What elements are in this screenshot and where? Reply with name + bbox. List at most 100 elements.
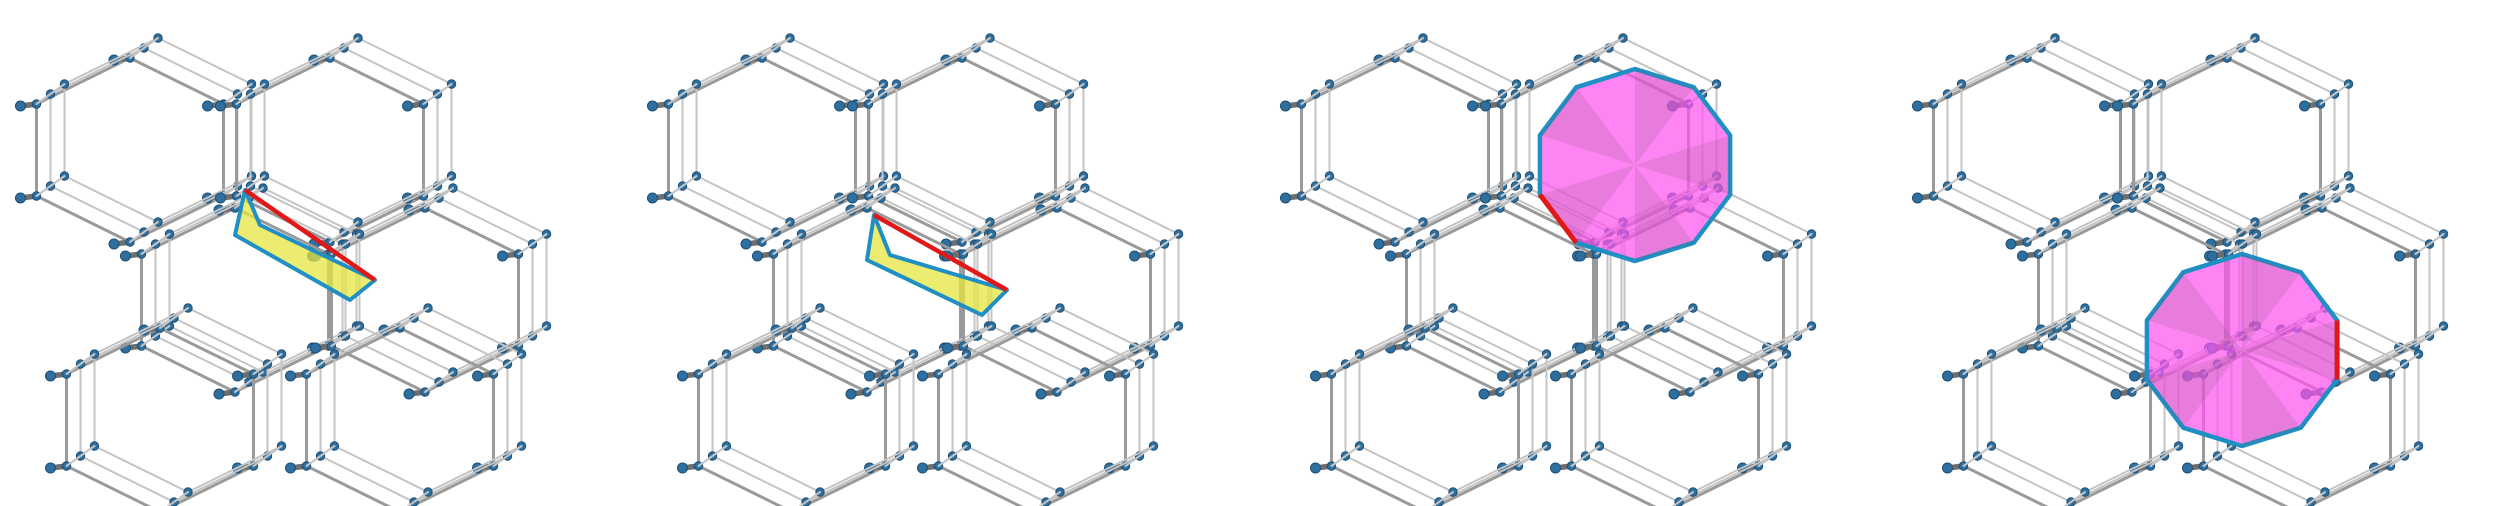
atom <box>1104 370 1116 382</box>
atom <box>1309 462 1321 474</box>
framework-bond <box>2026 221 2056 243</box>
atom <box>14 192 26 204</box>
atom <box>1279 192 1291 204</box>
framework-bond <box>1487 83 1518 105</box>
framework-bond <box>1056 371 1086 393</box>
framework-bond <box>1149 325 1180 347</box>
framework-bond <box>1149 233 1180 255</box>
framework-bond <box>1757 445 1788 467</box>
framework-bond <box>962 325 993 347</box>
atom <box>751 250 763 262</box>
framework-bond <box>1517 445 1548 467</box>
framework-bond <box>329 37 359 59</box>
atom <box>676 462 688 474</box>
framework-bond <box>2056 307 2086 329</box>
framework-bond <box>884 445 915 467</box>
framework-bond <box>517 325 548 347</box>
framework-bond <box>492 445 523 467</box>
framework-bond <box>1570 445 1601 467</box>
atom <box>1478 388 1490 400</box>
large-ring <box>2144 251 2340 449</box>
framework-bond <box>2319 83 2350 105</box>
framework-bond <box>2389 353 2420 375</box>
framework-bond <box>2202 445 2233 467</box>
framework-bond <box>422 175 453 197</box>
framework-bond <box>1054 83 1085 105</box>
framework-d <box>1911 33 2449 506</box>
framework-bond <box>866 371 896 393</box>
framework-bond <box>1689 371 1719 393</box>
framework-bond <box>2131 187 2161 209</box>
atom <box>119 250 131 262</box>
small-ring <box>233 188 377 302</box>
framework-bond <box>761 37 791 59</box>
atom <box>1373 238 1385 250</box>
atom <box>2111 192 2123 204</box>
framework-bond <box>1932 175 1963 197</box>
panel-c <box>1265 0 1890 506</box>
framework-bond <box>1757 353 1788 375</box>
atom <box>1035 388 1047 400</box>
framework-bond <box>2414 325 2445 347</box>
highlighted-bond <box>872 213 1009 292</box>
framework-bond <box>962 233 993 255</box>
atom <box>403 388 415 400</box>
atom <box>864 370 876 382</box>
framework-bond <box>1932 83 1963 105</box>
atom <box>213 388 225 400</box>
framework-bond <box>2226 221 2256 243</box>
framework-bond <box>2149 445 2180 467</box>
framework-bond <box>252 353 283 375</box>
atom <box>284 370 296 382</box>
small-ring <box>865 213 1009 317</box>
framework-bond <box>697 353 728 375</box>
framework-bond <box>1124 353 1155 375</box>
framework-bond <box>1056 187 1086 209</box>
framework-bond <box>667 83 698 105</box>
atom <box>14 100 26 112</box>
framework-bond <box>2227 233 2258 255</box>
atom <box>44 370 56 382</box>
framework-bond <box>492 353 523 375</box>
framework-bond <box>65 353 96 375</box>
atom <box>1574 250 1586 262</box>
framework-bond <box>884 353 915 375</box>
framework-bond <box>1038 491 1061 506</box>
framework-bond <box>866 187 896 209</box>
framework-bond <box>1671 491 1694 506</box>
atom <box>1762 250 1774 262</box>
ring-facet <box>1539 87 1635 165</box>
framework-bond <box>2119 83 2150 105</box>
framework-bond <box>406 491 429 506</box>
framework-bond <box>35 83 66 105</box>
atom <box>2005 238 2017 250</box>
ring-facet <box>2242 254 2301 350</box>
framework-bond <box>2303 491 2326 506</box>
atom <box>1309 370 1321 382</box>
framework-bond <box>1517 353 1548 375</box>
ring-facet <box>2242 320 2338 380</box>
framework-bond <box>2132 83 2163 105</box>
atom <box>846 192 858 204</box>
ring-facet <box>1635 165 1694 261</box>
atom <box>284 462 296 474</box>
atom <box>941 342 953 354</box>
framework-bond <box>1664 307 1694 329</box>
framework-bond <box>159 307 189 329</box>
atom <box>214 192 226 204</box>
highlighted-bond <box>1537 193 1579 245</box>
framework-bond <box>1962 353 1993 375</box>
atom <box>1279 100 1291 112</box>
framework-bond <box>1782 233 1813 255</box>
atom <box>1941 462 1953 474</box>
atom <box>2206 250 2218 262</box>
framework-bond <box>235 83 266 105</box>
framework-bond <box>1570 353 1601 375</box>
framework-a <box>14 33 552 506</box>
framework-bond <box>867 83 898 105</box>
framework-bond <box>1962 445 1993 467</box>
framework-bond <box>422 83 453 105</box>
atom <box>1129 250 1141 262</box>
framework-bond <box>1031 307 1061 329</box>
framework-bond <box>235 175 266 197</box>
